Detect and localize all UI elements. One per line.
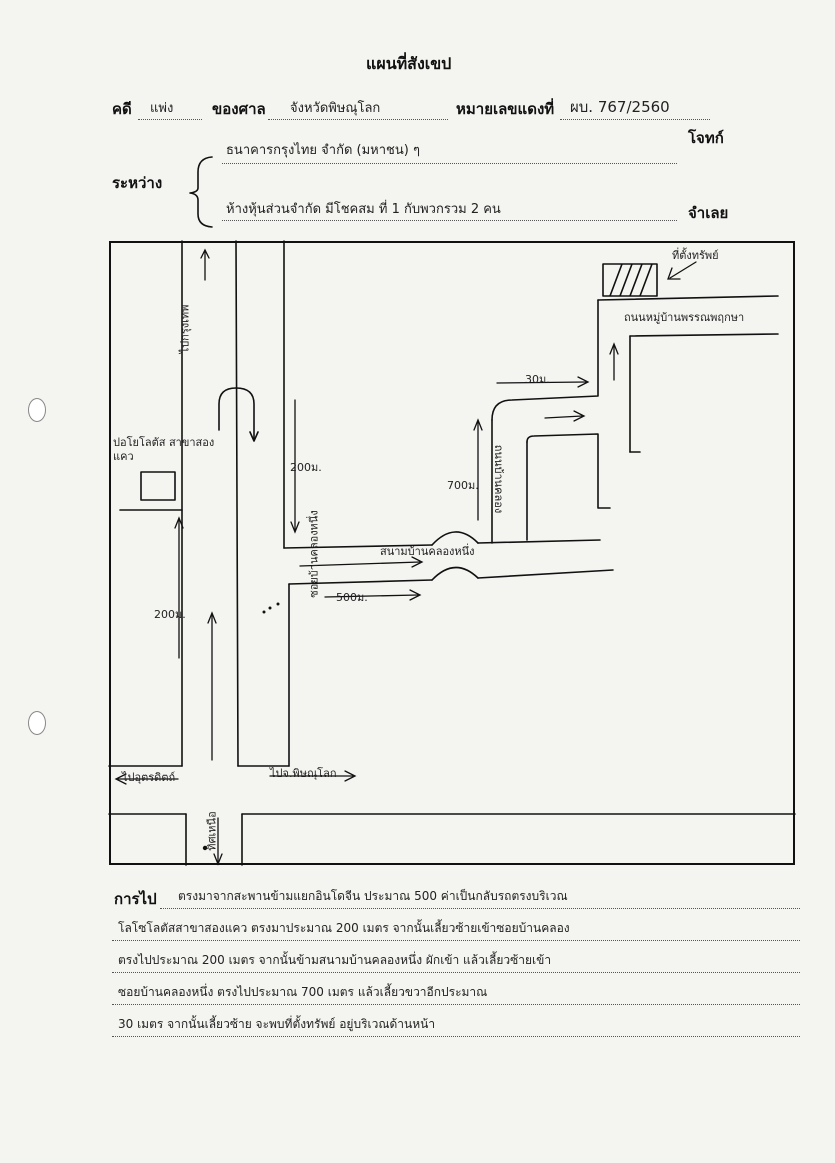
- map-label-to-bangkok: ไปกรุงเทพ: [178, 304, 192, 354]
- binder-hole: [28, 398, 46, 422]
- binder-hole: [28, 711, 46, 735]
- map-label-to-phitsanulok: ไปจ.พิษณุโลก: [270, 767, 337, 780]
- case-label: คดี: [112, 100, 132, 118]
- map-label-soi-a: ซอยบ้านคลองหนึ่ง: [307, 510, 321, 598]
- court-name-value: จังหวัดพิษณุโลก: [290, 101, 381, 116]
- map-label-tesco: ปอโยโลตัส สาขาสองแคว: [113, 436, 215, 463]
- map-label-village-road: ถนนหมู่บ้านพรรณพฤกษา: [624, 311, 745, 324]
- directions-line-5: 30 เมตร จากนั้นเลี้ยวซ้าย จะพบที่ตั้งทรั…: [118, 1017, 436, 1031]
- plaintiff-role: โจทก์: [688, 129, 724, 147]
- court-label: ของศาล: [212, 100, 266, 118]
- defendant-value: ห้างหุ้นส่วนจำกัด มีโชคสม ที่ 1 กับพวกรว…: [226, 202, 501, 217]
- sketch-map-frame: [109, 241, 795, 865]
- defendant-role: จำเลย: [688, 204, 729, 222]
- map-label-north: ทิศเหนือ: [205, 811, 219, 851]
- case-number-label: หมายเลขแดงที่: [456, 100, 555, 118]
- plaintiff-value: ธนาคารกรุงไทย จำกัด (มหาชน) ๆ: [226, 143, 420, 158]
- map-label-500m: 500ม.: [336, 591, 368, 604]
- between-label: ระหว่าง: [112, 174, 163, 192]
- directions-line-1: ตรงมาจากสะพานข้ามแยกอินโดจีน ประมาณ 500 …: [178, 889, 568, 903]
- case-number-value: ผบ. 767/2560: [570, 98, 670, 116]
- directions-label: การไป: [114, 890, 157, 908]
- map-label-to-uttaradit: ไปอุตรดิตถ์: [122, 771, 176, 784]
- case-type-value: แพ่ง: [150, 101, 174, 116]
- directions-line-4: ซอยบ้านคลองหนึ่ง ตรงไปประมาณ 700 เมตร แล…: [118, 985, 488, 999]
- map-label-200m-b: 200ม.: [154, 608, 186, 621]
- map-label-30m: 30ม.: [525, 373, 550, 386]
- map-label-700m: 700ม.: [447, 479, 479, 492]
- map-label-200m-a: 200ม.: [290, 461, 322, 474]
- map-label-stadium: สนามบ้านคลองหนึ่ง: [380, 545, 475, 558]
- directions-line-3: ตรงไปประมาณ 200 เมตร จากนั้นข้ามสนามบ้าน…: [118, 953, 552, 967]
- document-title: แผนที่สังเขป: [366, 54, 452, 73]
- directions-line-2: โลโซโลตัสสาขาสองแคว ตรงมาประมาณ 200 เมตร…: [118, 921, 570, 935]
- map-label-property: ที่ตั้งทรัพย์: [672, 249, 719, 262]
- map-label-soi-b: ถนนบ้านคลอง: [492, 444, 506, 514]
